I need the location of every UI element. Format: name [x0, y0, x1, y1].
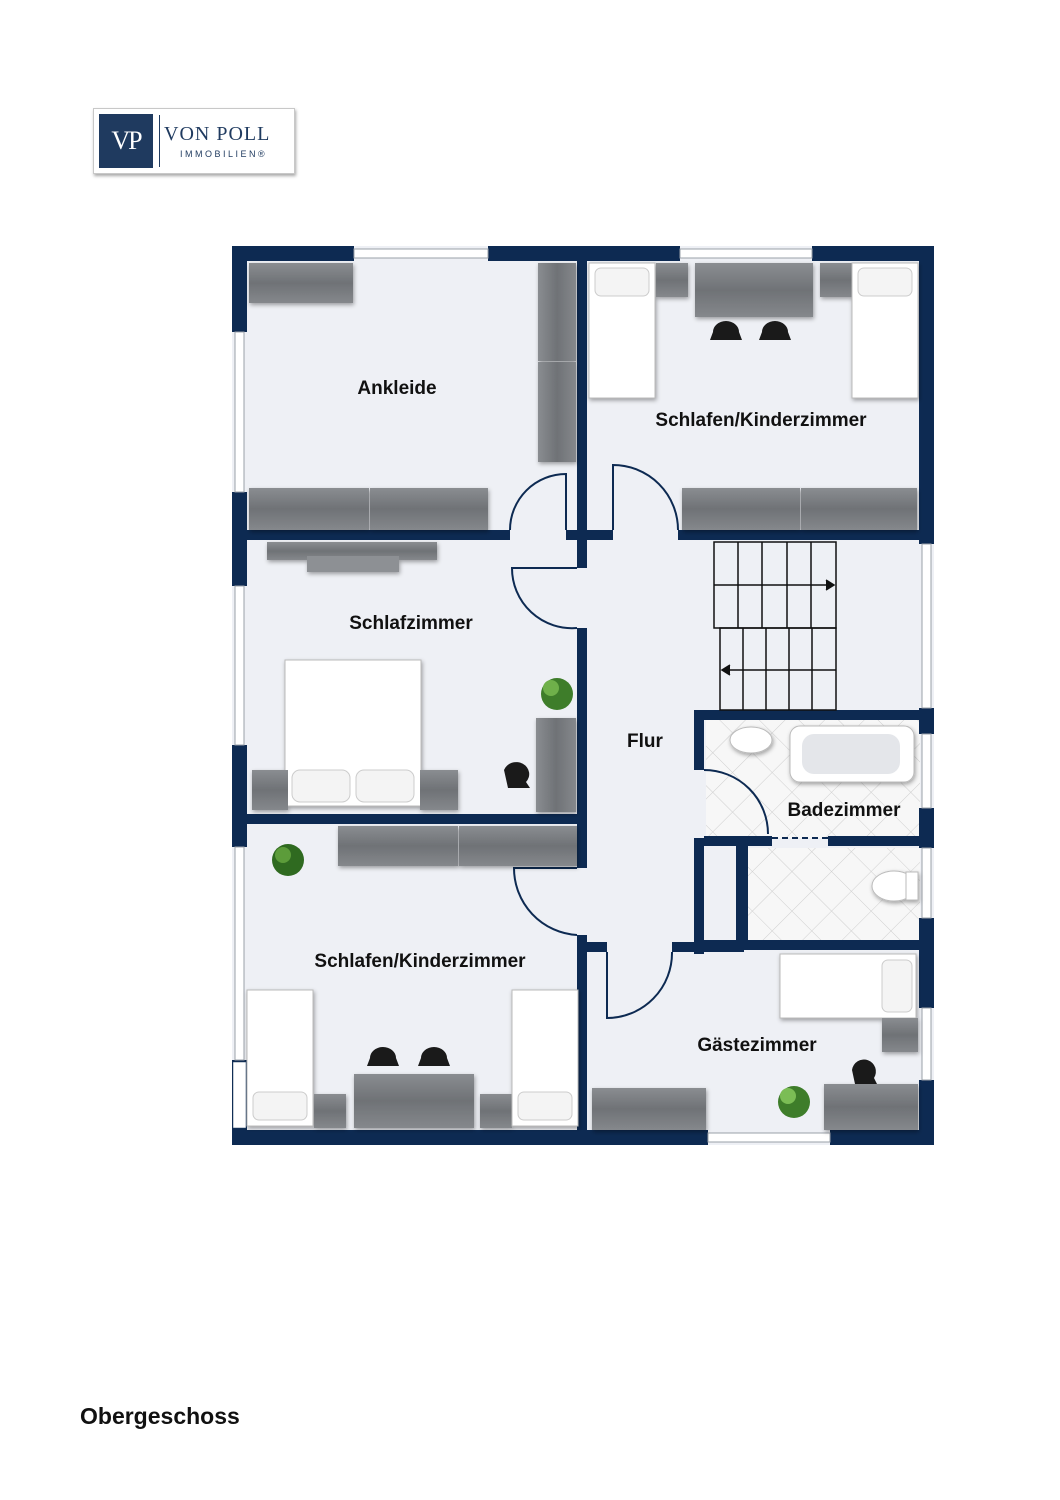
- room-label-badezimmer: Badezimmer: [788, 800, 902, 821]
- doors: [509, 463, 828, 1020]
- staircase: [713, 541, 837, 711]
- chairs: [367, 321, 877, 1084]
- room-label-schlafzimmer: Schlafzimmer: [349, 613, 473, 634]
- plants: [272, 678, 810, 1118]
- room-label-kinderzimmer-2: Schlafen/Kinderzimmer: [314, 951, 526, 972]
- room-label-kinderzimmer-1: Schlafen/Kinderzimmer: [655, 410, 867, 431]
- logo-divider: [159, 115, 160, 167]
- room-label-gaestezimmer: Gästezimmer: [697, 1035, 817, 1056]
- logo-subtitle: IMMOBILIEN®: [180, 149, 268, 159]
- floor-label: Obergeschoss: [80, 1403, 240, 1429]
- watermark-logo: [232, 1061, 247, 1129]
- logo: VP VON POLL IMMOBILIEN®: [93, 108, 295, 174]
- windows: [234, 248, 932, 1143]
- logo-name: VON POLL: [164, 123, 271, 145]
- furniture: [246, 262, 919, 1130]
- walls: [232, 246, 934, 1145]
- room-label-ankleide: Ankleide: [357, 378, 436, 399]
- room-label-flur: Flur: [627, 731, 663, 752]
- logo-mark: VP: [99, 114, 153, 168]
